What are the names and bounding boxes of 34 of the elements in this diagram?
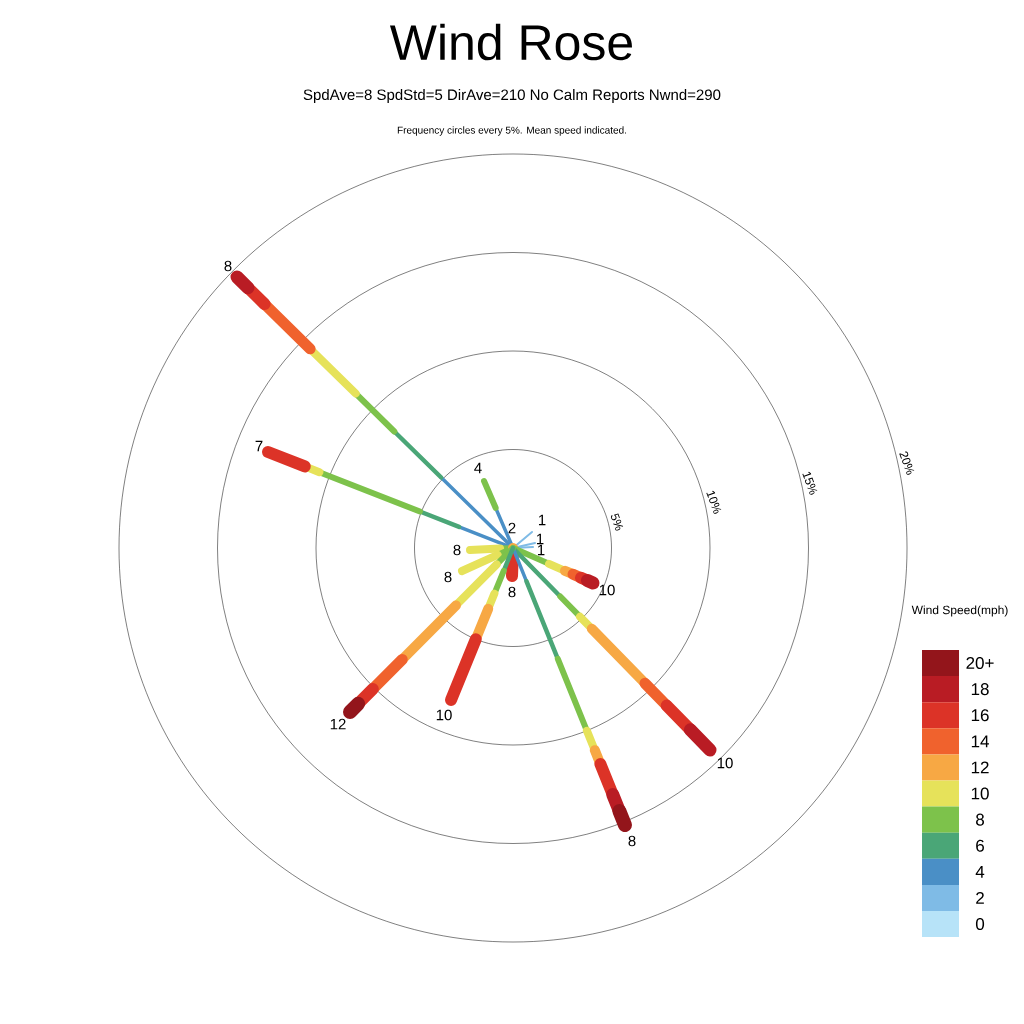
label: 10% [706,490,722,514]
label: 10 [717,757,733,769]
label: 7 [255,440,263,452]
label: 4 [474,462,482,474]
legend-label: 4 [975,865,985,878]
legend-label: 14 [971,735,989,748]
label: 5% [610,513,624,531]
legend-label: 16 [971,709,989,722]
legend-label: 8 [976,813,984,826]
legend-label: 10 [971,787,989,800]
label: 10 [436,709,452,721]
label: Frequency circles every 5%. Mean speed indicated. [397,126,626,136]
label: Wind Speed(mph) [911,605,1008,617]
legend-label: 6 [976,839,984,852]
label: 8 [453,544,461,556]
label: 8 [224,260,232,272]
label: 20% [899,451,915,475]
label: 1 [538,544,545,556]
label: 12 [330,718,346,730]
label: 2 [508,522,516,534]
label: 8 [444,571,452,583]
label: 15% [802,471,818,495]
title: Wind Rose [389,23,632,61]
label: 1 [539,514,546,526]
label: 10 [599,584,615,596]
label: SpdAve=8 SpdStd=5 DirAve=210 No Calm Reports Nwnd=290 [303,89,721,103]
label: 8 [508,586,516,598]
legend-label: 12 [971,761,989,774]
legend-label: 2 [976,891,984,904]
label: 8 [628,835,636,847]
label: 1 [537,533,544,545]
legend-label: 0 [975,918,985,931]
legend-label: 18 [971,683,989,696]
legend-label: 20+ [966,657,994,670]
